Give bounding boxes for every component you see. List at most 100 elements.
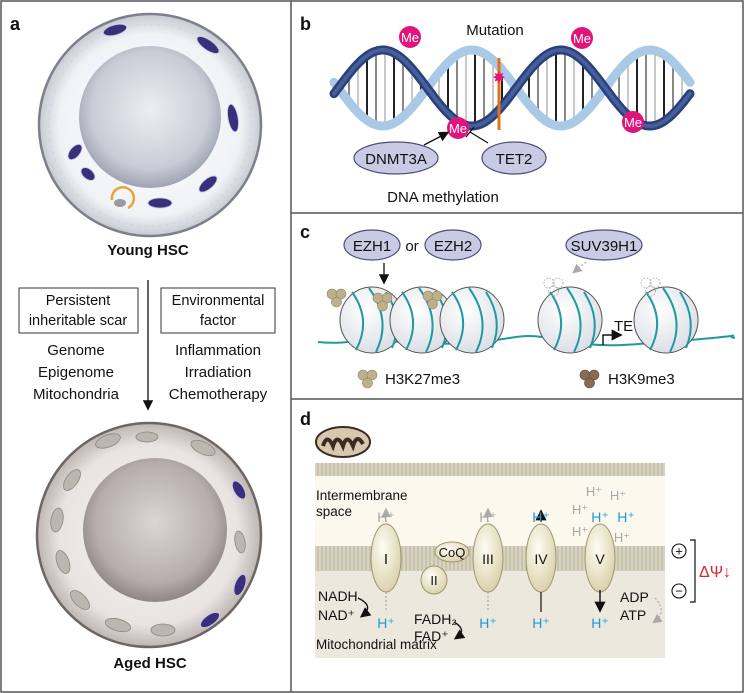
environmental-factor-box: [160, 287, 276, 334]
complex-i-proton-in: H⁺: [377, 615, 395, 631]
nad-label: NAD⁺: [318, 607, 355, 623]
young-hsc-cell: [37, 12, 263, 238]
svg-text:Me: Me: [573, 31, 591, 46]
svg-text:−: −: [675, 584, 683, 599]
coq: CoQ: [434, 541, 470, 563]
suv39h1-arrow: [572, 261, 587, 274]
nucleosome-3: [439, 286, 505, 354]
aged-hsc-cell: [35, 421, 263, 649]
complex-iii: III: [472, 523, 504, 593]
environmental-title-2: factor: [200, 313, 236, 329]
golgi-crescent: [110, 186, 136, 210]
h3k9me3-legend-icon: [579, 369, 600, 389]
panel-d-label: d: [300, 409, 311, 429]
fadh2-oxidation-arrow: [453, 621, 466, 640]
methyl-group-3: Me: [622, 111, 644, 133]
complex-iv-proton-out: H⁺: [532, 509, 550, 525]
free-proton-1: H⁺: [586, 484, 602, 499]
complex-iv: IV: [525, 523, 557, 593]
dna-strand-light: [329, 45, 695, 131]
svg-text:I: I: [384, 551, 388, 568]
h3k27me3-legend-label: H3K27me3: [385, 371, 460, 388]
panel-d: d Intermembrane space Mitochondrial matr…: [300, 409, 731, 658]
free-proton-3: H⁺: [572, 502, 588, 517]
env-item-inflammation: Inflammation: [175, 342, 261, 359]
adp-label: ADP: [620, 589, 649, 605]
complex-i-proton-out: H⁺: [377, 509, 395, 525]
complex-iii-proton-out: H⁺: [479, 509, 497, 525]
complex-iii-proton-in: H⁺: [479, 615, 497, 631]
te-transcription-arrow: [602, 329, 623, 345]
complex-v-proton-2: H⁺: [617, 509, 635, 525]
nadh-label: NADH: [318, 588, 358, 604]
mutation-label: Mutation: [466, 22, 524, 39]
mitochondrion-icon: [315, 426, 371, 458]
panel-c: c EZH1 or EZH2 SUV39H1: [300, 222, 736, 389]
tet2-enzyme: [481, 141, 547, 175]
membrane-potential-label: ΔΨ↓: [699, 564, 731, 581]
panel-a: a Young HSC Persistent inheritable scar …: [10, 12, 276, 672]
ezh2-label: EZH2: [434, 238, 472, 255]
scar-item-genome: Genome: [47, 342, 105, 359]
persistent-scar-box: [18, 287, 139, 334]
tet2-inhibit-line: [469, 131, 489, 144]
nucleosome-4: [537, 286, 603, 354]
plus-sign-icon: +: [671, 543, 687, 559]
nucleosome-5: [633, 286, 699, 354]
svg-text:Me: Me: [401, 30, 419, 45]
h3k9me3-legend-label: H3K9me3: [608, 371, 675, 388]
intermembrane-label-1: Intermembrane: [316, 488, 408, 503]
nadh-oxidation-arrow: [357, 597, 372, 618]
aged-mitochondria-grey: [50, 431, 246, 637]
methyl-group-target: Me: [447, 117, 469, 139]
mutation-star-icon: ✸: [492, 70, 505, 87]
methyl-group-1: Me: [399, 26, 421, 48]
ezh1-enzyme: [343, 229, 401, 261]
suv39h1-enzyme: [565, 229, 643, 261]
suv39h1-label: SUV39H1: [571, 238, 638, 255]
environmental-title-1: Environmental: [172, 293, 265, 309]
aged-nucleus: [83, 458, 227, 602]
complex-iv-proton-in: H⁺: [532, 615, 550, 631]
panel-b-label: b: [300, 14, 311, 34]
nucleosome-1: [339, 286, 405, 354]
complex-v-proton-1: H⁺: [591, 509, 609, 525]
env-item-chemotherapy: Chemotherapy: [169, 386, 268, 403]
complex-ii: II: [420, 565, 448, 595]
atp-label: ATP: [620, 607, 646, 623]
free-proton-2: H⁺: [610, 488, 626, 503]
dnmt3a-label: DNMT3A: [365, 151, 427, 168]
persistent-scar-title-1: Persistent: [46, 293, 110, 309]
te-label: TE: [614, 318, 633, 335]
env-item-irradiation: Irradiation: [185, 364, 252, 381]
methyl-group-2: Me: [571, 27, 593, 49]
tet2-label: TET2: [496, 151, 533, 168]
panel-c-label: c: [300, 222, 310, 242]
aged-mitochondria-purple: [200, 480, 247, 628]
svg-text:+: +: [675, 544, 683, 559]
persistent-scar-title-2: inheritable scar: [29, 313, 127, 329]
complex-v: V: [584, 523, 616, 593]
dnmt3a-arrow: [423, 131, 450, 146]
free-proton-5: H⁺: [614, 530, 630, 545]
intermembrane-label-2: space: [316, 504, 352, 519]
scar-item-mitochondria: Mitochondria: [33, 386, 120, 403]
ezh2-enzyme: [424, 229, 482, 261]
svg-text:CoQ: CoQ: [439, 545, 466, 560]
h3k9-empty-marks: [543, 277, 661, 297]
atp-synthesis-arrow: [652, 597, 663, 624]
panel-a-label: a: [10, 14, 21, 34]
svg-text:Me: Me: [449, 121, 467, 136]
matrix-label: Mitochondrial matrix: [316, 637, 437, 652]
dna-base-pairs: [339, 50, 683, 126]
svg-text:IV: IV: [534, 551, 548, 567]
fad-label: FAD⁺: [414, 628, 449, 644]
young-mitochondria: [67, 23, 239, 209]
dnmt3a-enzyme: [353, 141, 439, 175]
scar-item-epigenome: Epigenome: [38, 364, 114, 381]
dna-methylation-caption: DNA methylation: [387, 189, 499, 206]
young-organelle: [114, 199, 126, 207]
svg-text:II: II: [430, 573, 437, 588]
